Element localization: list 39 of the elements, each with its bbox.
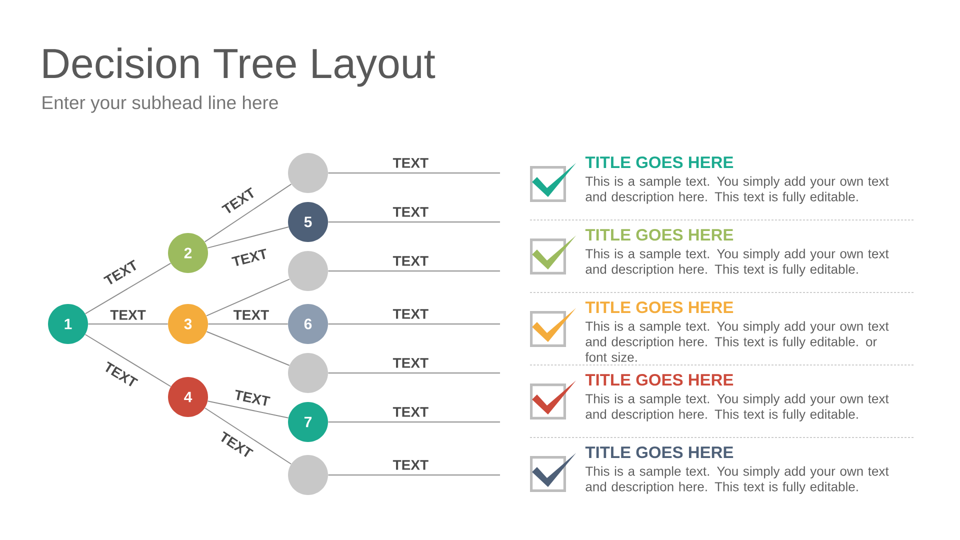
item-title: TITLE GOES HERE [585, 156, 734, 168]
item-description: This is a sample text. You simply add your own text and description here. This text is fully editable. [586, 248, 889, 276]
branch-line [328, 270, 500, 272]
branch-line [84, 334, 172, 387]
edge-label: TEXT [392, 357, 430, 369]
branch-line [84, 262, 172, 314]
branch-line [328, 172, 500, 174]
branch-line [328, 372, 500, 374]
edge-label: TEXT [392, 157, 430, 169]
branch-line [206, 331, 290, 366]
item-description: This is a sample text. You simply add your own text and description here. This text is fully editable. or font size. [585, 321, 889, 362]
item-title: TITLE GOES HERE [585, 446, 734, 458]
item-title: TITLE GOES HERE [585, 228, 734, 241]
edge-label: TEXT [392, 255, 430, 267]
item-title: TITLE GOES HERE [585, 374, 734, 386]
branch-line [204, 184, 292, 242]
title: Decision Tree Layout [44, 48, 436, 87]
branch-line [207, 226, 289, 248]
branch-line [206, 278, 290, 316]
branch-line [207, 400, 289, 418]
empty-circle [288, 455, 328, 495]
edge-label: TEXT [109, 309, 147, 321]
item-description: This is a sample text. You simply add your own text and description here. This text is fully editable. [586, 394, 889, 422]
item-title: TITLE GOES HERE [585, 301, 734, 314]
edge-label: TEXT [230, 247, 270, 268]
branch-line [328, 474, 500, 476]
empty-circle [288, 251, 328, 291]
edge-label: TEXT [232, 388, 272, 408]
empty-circle [288, 153, 328, 193]
empty-circle [288, 353, 328, 393]
item-description: This is a sample text. You simply add your own text and description here. This text is fully editable. [586, 176, 889, 204]
edge-label: TEXT [392, 406, 430, 418]
edge-label: TEXT [392, 459, 430, 471]
edge-label: TEXT [392, 206, 430, 218]
edge-label: TEXT [392, 308, 430, 320]
branch-line [204, 408, 292, 464]
item-description: This is a sample text. You simply add your own text and description here. This text is fully editable. [586, 466, 889, 494]
edge-label: TEXT [232, 309, 270, 321]
subhead: Enter your subhead line here [42, 96, 278, 113]
